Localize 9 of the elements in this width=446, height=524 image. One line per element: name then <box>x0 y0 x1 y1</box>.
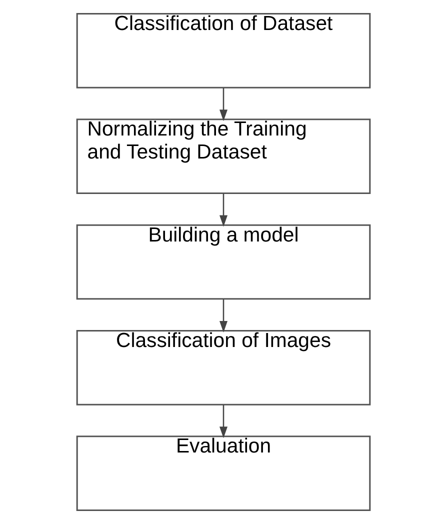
arrow <box>218 299 228 332</box>
arrow <box>218 194 228 227</box>
node-box: Normalizing the Training and Testing Dataset <box>76 118 370 194</box>
node-box: Classification of Images <box>76 330 370 406</box>
arrow <box>218 405 228 438</box>
node-box: Classification of Dataset <box>76 12 370 88</box>
arrow <box>218 88 228 122</box>
node-box: Building a model <box>76 224 370 300</box>
node-box: Evaluation <box>76 436 370 512</box>
